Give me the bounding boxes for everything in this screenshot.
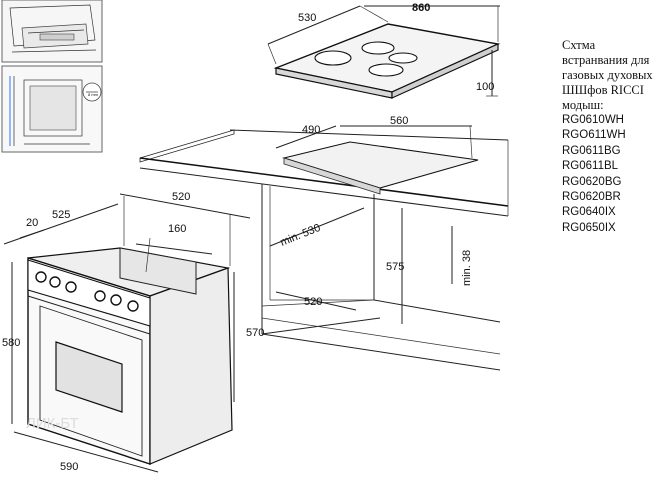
models-label: модыш: — [562, 98, 604, 112]
dim-cabinet-depth-label: min. 530 — [279, 222, 323, 249]
dim-cabinet-depth: min. 530 — [269, 207, 365, 249]
oven-knob-6 — [127, 300, 139, 312]
oven-knob-5 — [110, 294, 122, 306]
burner-4 — [368, 63, 404, 77]
model-item: RG0650IX — [562, 221, 616, 234]
dim-cabinet-height-label: 575 — [386, 261, 404, 273]
dim-hob-depth-label: 530 — [298, 12, 316, 24]
dim-oven-body-height: 570 — [233, 272, 264, 402]
dim-cabinet-width: 520 — [275, 291, 357, 311]
dim-cabinet-height: 575 — [386, 208, 404, 324]
dim-oven-offset: 20 — [19, 217, 45, 239]
burner-1 — [314, 50, 352, 66]
dim-cutout-depth: 490 — [275, 124, 337, 149]
dim-cutout-depth-label: 490 — [302, 124, 320, 136]
dim-hob-width-label: 860 — [412, 2, 430, 14]
countertop — [139, 129, 509, 217]
dim-cabinet-width-label: 520 — [304, 296, 322, 308]
dim-oven-panel-depth-label: 160 — [168, 223, 186, 235]
dim-cabinet-clearance-label: min. 38 — [461, 250, 473, 286]
svg-text:8 mm: 8 mm — [88, 92, 99, 97]
detail-thumbnail-bottom: 8 mm — [1, 65, 103, 153]
oven-knob-3 — [65, 281, 77, 293]
cutout-opening — [281, 141, 479, 195]
dim-cutout-width: 560 — [340, 115, 473, 159]
oven-window — [55, 341, 123, 413]
dim-oven-top-depth: 520 — [119, 191, 251, 266]
oven-knob-4 — [94, 290, 106, 302]
dim-oven-depth-label: 525 — [52, 209, 70, 221]
dim-hob-height-label: 100 — [476, 81, 494, 93]
cabinet-niche — [261, 184, 501, 371]
caption-line-2: встранвания для — [562, 53, 650, 67]
dim-oven-top-depth-label: 520 — [172, 191, 190, 203]
dim-cabinet-clearance: min. 38 — [451, 226, 473, 286]
dim-oven-depth: 525 — [3, 203, 119, 245]
model-item: RG0611BG — [562, 144, 621, 157]
hob-drawing — [273, 23, 501, 99]
model-item: RG0640IX — [562, 206, 616, 219]
caption-line-1: Схтма — [562, 38, 596, 52]
burner-3 — [388, 52, 418, 64]
dim-cutout-width-label: 560 — [390, 115, 408, 127]
dim-oven-height-label: 580 — [2, 337, 20, 349]
caption-line-3: газовых духовых — [562, 68, 653, 82]
model-item: RG0610WH — [562, 114, 624, 126]
model-item: RG0611BL — [562, 160, 619, 173]
model-item: RG0620BR — [562, 191, 621, 204]
oven-knob-2 — [49, 276, 61, 288]
oven-knob-1 — [35, 271, 47, 283]
dim-hob-width: 860 — [364, 2, 500, 42]
dim-oven-body-height-label: 570 — [246, 327, 264, 339]
burner-2 — [361, 41, 395, 55]
dim-oven-panel-depth: 160 — [135, 223, 213, 273]
model-item: RG0620BG — [562, 175, 622, 188]
dim-oven-height: 580 — [2, 262, 20, 424]
dim-oven-offset-label: 20 — [26, 217, 38, 229]
dim-hob-height: 100 — [476, 50, 498, 97]
caption-block: Схтма встранвания для газовых духовых ШШ… — [562, 38, 670, 236]
dim-hob-depth: 530 — [267, 5, 389, 65]
dim-oven-width: 590 — [13, 431, 159, 473]
detail-thumbnail-top — [1, 0, 103, 63]
watermark: ЛИК-БТ — [26, 415, 79, 432]
dim-oven-width-label: 590 — [60, 461, 78, 473]
caption-line-4: ШШфов RICCI — [562, 83, 644, 97]
oven-drawing — [27, 247, 233, 465]
model-item: RGO611WH — [562, 129, 626, 142]
